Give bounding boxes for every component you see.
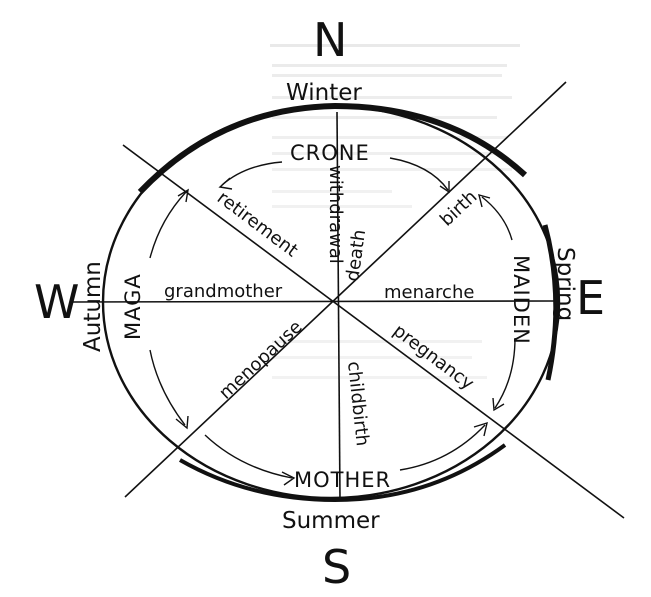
stage-maga: MAGA <box>121 273 145 340</box>
arrow-maga-to-menopause <box>149 349 186 426</box>
event-childbirth: childbirth <box>343 360 373 447</box>
wheel-axes <box>71 81 625 519</box>
event-menarche: menarche <box>384 282 474 303</box>
arrow-birth-to-maiden <box>481 196 513 241</box>
season-summer: Summer <box>282 508 380 534</box>
event-menopause: menopause <box>215 316 306 403</box>
event-withdrawal: withdrawal <box>325 165 346 264</box>
event-grandmother: grandmother <box>164 281 283 302</box>
east-label: E <box>576 271 605 325</box>
south-label: S <box>322 540 351 594</box>
arrow-mother-to-pregnancy <box>399 424 486 471</box>
diagonal-axis-nw-se <box>122 144 625 519</box>
paper-bleed-through <box>270 44 520 379</box>
cycle-arrows <box>149 157 516 486</box>
stage-mother: MOTHER <box>294 468 391 492</box>
arrow-menopause-to-mother <box>204 434 293 479</box>
season-autumn: Autumn <box>80 261 106 352</box>
north-label: N <box>313 13 347 67</box>
season-winter: Winter <box>286 80 362 106</box>
arrow-maga-to-retirement <box>149 191 187 259</box>
stage-crone: CRONE <box>290 141 370 165</box>
arrow-retirement-to-crone <box>221 161 283 186</box>
east-west-axis <box>71 300 556 303</box>
event-birth: birth <box>436 186 481 230</box>
season-spring: Spring <box>552 247 578 321</box>
west-label: W <box>34 275 79 329</box>
arrow-maiden-to-pregnancy <box>494 337 516 409</box>
arrow-crone-to-birth <box>389 157 449 191</box>
stage-maiden: MAIDEN <box>509 255 533 345</box>
wheel-ring <box>101 102 561 503</box>
event-retirement: retirement <box>213 187 302 261</box>
